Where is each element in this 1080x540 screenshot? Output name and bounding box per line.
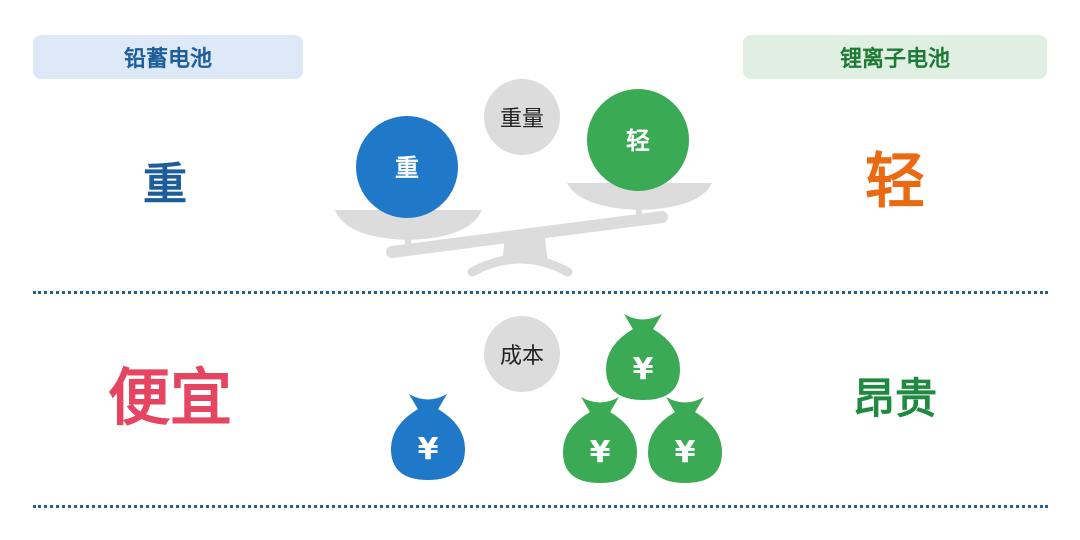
money-bag-green-left: ¥ — [563, 397, 637, 483]
money-bag-blue: ¥ — [391, 394, 465, 480]
right-pan — [567, 183, 712, 210]
light-ball-label: 轻 — [626, 127, 650, 155]
lithium-weight-value: 轻 — [865, 147, 925, 217]
heavy-ball-label: 重 — [395, 154, 419, 182]
money-bag-green-right: ¥ — [648, 397, 722, 483]
lead-acid-battery-label: 铅蓄电池 — [33, 35, 303, 79]
yen-icon: ¥ — [633, 352, 654, 387]
yen-icon: ¥ — [675, 435, 696, 470]
lithium-ion-battery-label: 锂离子电池 — [743, 35, 1047, 79]
left-pan — [335, 210, 482, 240]
yen-icon: ¥ — [418, 432, 439, 467]
money-bag-green-top: ¥ — [606, 314, 680, 400]
bottom-divider — [33, 505, 1048, 508]
lithium-cost-value: 昂贵 — [852, 374, 937, 423]
lead-acid-weight-value: 重 — [143, 159, 187, 210]
light-ball — [587, 89, 689, 191]
cost-criterion-badge: 成本 — [484, 316, 560, 392]
heavy-ball — [356, 116, 458, 218]
lead-acid-cost-value: 便宜 — [107, 361, 232, 434]
scale-base — [467, 254, 573, 277]
balance-scale-icon — [335, 183, 712, 277]
weight-criterion-badge: 重量 — [484, 79, 560, 155]
section-divider — [33, 291, 1048, 294]
scale-beam — [386, 211, 668, 258]
yen-icon: ¥ — [590, 435, 611, 470]
